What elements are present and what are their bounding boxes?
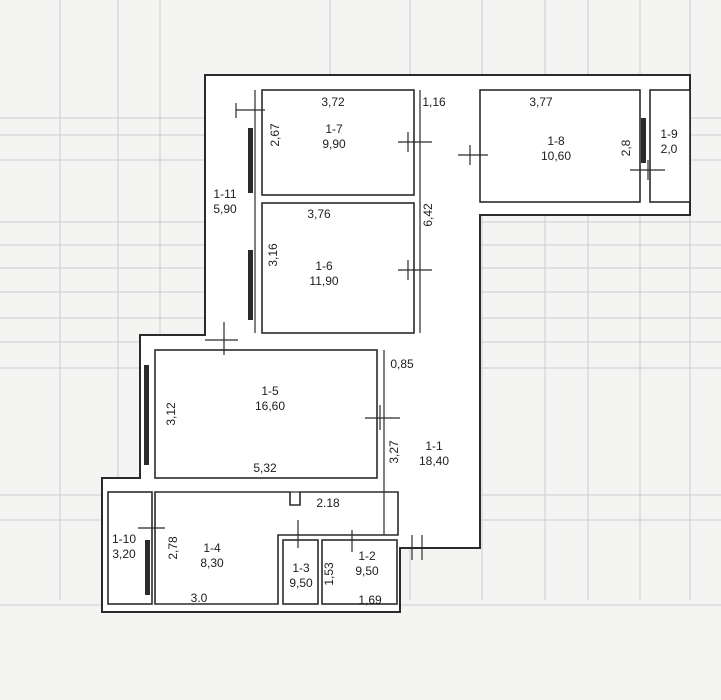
room-area: 2,0 xyxy=(661,142,678,156)
window-1-10 xyxy=(145,540,150,595)
dimension-label: 3,77 xyxy=(529,95,553,109)
room-label-1-11: 1-11 5,90 xyxy=(213,187,237,216)
window-1-6 xyxy=(248,250,253,320)
room-number: 1-10 xyxy=(112,532,136,546)
room-area: 10,60 xyxy=(541,149,571,163)
dimension-label: 5,32 xyxy=(253,461,277,475)
room-label-1-10: 1-10 3,20 xyxy=(112,532,136,561)
room-area: 9,90 xyxy=(322,137,346,151)
room-area: 3,20 xyxy=(112,547,136,561)
dimension-label: 1,69 xyxy=(358,593,382,607)
dimension-label: 2.18 xyxy=(316,496,340,510)
room-1-5 xyxy=(154,349,378,479)
dimension-label: 1,53 xyxy=(322,562,336,586)
dimension-label: 2,78 xyxy=(166,536,180,560)
room-label-1-5: 1-5 16,60 xyxy=(255,384,285,413)
dimension-label: 3.0 xyxy=(191,591,208,605)
room-number: 1-9 xyxy=(660,127,678,141)
room-1-8 xyxy=(479,89,641,203)
room-number: 1-7 xyxy=(325,122,343,136)
room-1-2 xyxy=(321,539,398,605)
room-area: 5,90 xyxy=(213,202,237,216)
room-area: 16,60 xyxy=(255,399,285,413)
room-1-6 xyxy=(261,202,415,334)
room-number: 1-2 xyxy=(358,549,376,563)
room-area: 18,40 xyxy=(419,454,449,468)
room-label-1-9: 1-9 2,0 xyxy=(660,127,678,156)
dimension-label: 3,16 xyxy=(266,243,280,267)
room-area: 9,50 xyxy=(289,576,313,590)
dimension-label: 3,12 xyxy=(164,402,178,426)
dimension-label: 0,85 xyxy=(390,357,414,371)
dimension-label: 2,8 xyxy=(619,139,633,156)
room-number: 1-11 xyxy=(213,187,236,201)
room-number: 1-1 xyxy=(425,439,443,453)
room-number: 1-5 xyxy=(261,384,279,398)
window-1-5 xyxy=(144,365,149,465)
room-area: 11,90 xyxy=(309,274,338,288)
dimension-label: 3,76 xyxy=(307,207,331,221)
room-label-1-6: 1-6 11,90 xyxy=(309,259,338,288)
dimension-label: 3,27 xyxy=(387,440,401,464)
room-1-10 xyxy=(107,491,153,605)
room-number: 1-3 xyxy=(292,561,310,575)
room-label-1-2: 1-2 9,50 xyxy=(355,549,379,578)
room-area: 8,30 xyxy=(200,556,224,570)
room-label-1-7: 1-7 9,90 xyxy=(322,122,346,151)
window-1-9 xyxy=(641,118,646,163)
window-1-7 xyxy=(248,128,253,193)
dimension-label: 3,72 xyxy=(321,95,345,109)
dimension-label: 2,67 xyxy=(268,123,282,147)
room-1-4 xyxy=(154,491,399,605)
room-label-1-8: 1-8 10,60 xyxy=(541,134,571,163)
room-area: 9,50 xyxy=(355,564,379,578)
room-label-1-1: 1-1 18,40 xyxy=(419,439,449,468)
dimension-label: 6,42 xyxy=(421,203,435,227)
dimension-label: 1,16 xyxy=(422,95,446,109)
room-label-1-3: 1-3 9,50 xyxy=(289,561,313,590)
room-number: 1-4 xyxy=(203,541,221,555)
room-1-9 xyxy=(649,89,691,203)
room-number: 1-8 xyxy=(547,134,565,148)
room-1-3 xyxy=(282,539,319,605)
room-label-1-4: 1-4 8,30 xyxy=(200,541,224,570)
room-number: 1-6 xyxy=(315,259,333,273)
